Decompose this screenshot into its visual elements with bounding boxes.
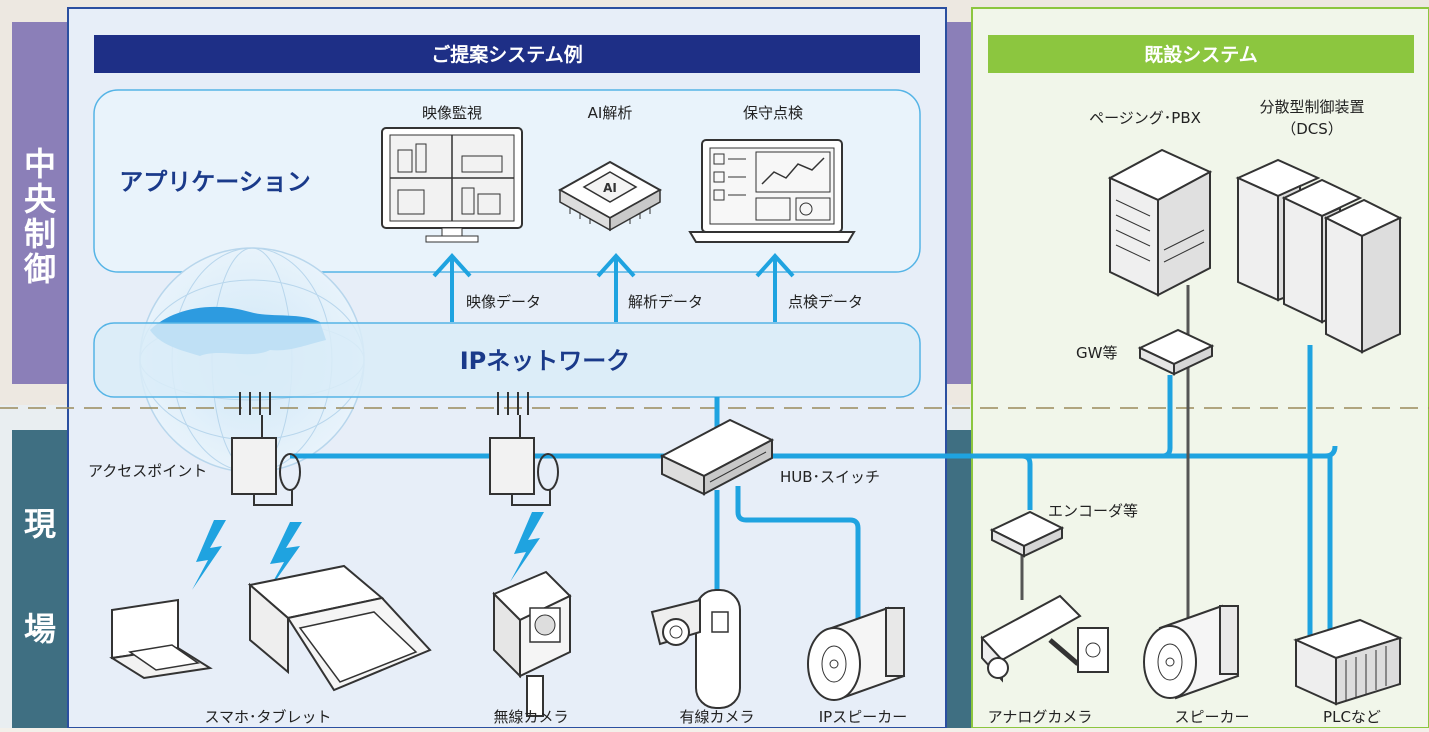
central-zone-char: 中: [24, 145, 56, 183]
existing-title: 既設システム: [1144, 43, 1257, 66]
analog-camera-icon: [980, 594, 1109, 683]
speaker-label: スピーカー: [1174, 708, 1249, 726]
dcs-cabinet-icon: [1235, 158, 1403, 354]
analysis-data-label: 解析データ: [628, 293, 703, 311]
analog-camera-label: アナログカメラ: [988, 708, 1093, 726]
central-zone-char: 制: [24, 215, 56, 253]
gw-label: GW等: [1076, 344, 1117, 362]
network-links: [290, 345, 1338, 640]
application-label: アプリケーション: [119, 168, 311, 196]
arrow-up-icon: [755, 253, 795, 322]
field-zone-band: [12, 430, 68, 728]
encoder-label: エンコーダ等: [1048, 502, 1138, 520]
tablet-icon: [247, 564, 432, 692]
field-zone-char: 場: [24, 610, 56, 648]
app-ai-analysis-label: AI解析: [588, 104, 633, 122]
proposal-banner: [94, 35, 920, 73]
dcs-label-line2: （DCS）: [1281, 120, 1343, 138]
central-zone-char: 御: [23, 250, 56, 288]
access-point-icon: [489, 392, 559, 506]
svg-text:AI: AI: [603, 181, 617, 195]
pbx-server-icon: [1107, 148, 1213, 297]
ip-speaker-icon: [807, 606, 906, 701]
video-data-label: 映像データ: [466, 293, 541, 311]
wired-camera-label: 有線カメラ: [679, 708, 754, 726]
monitor-icon: [381, 127, 523, 243]
laptop-icon: [688, 139, 856, 243]
gateway-icon: [1137, 328, 1215, 376]
ip-network-label: IPネットワーク: [460, 347, 631, 375]
app-maintenance-label: 保守点検: [743, 104, 803, 122]
wireless-signal-icon: [192, 512, 544, 594]
arrow-up-icon: [596, 253, 636, 322]
pbx-label: ページング･PBX: [1089, 109, 1201, 127]
speaker-icon: [1143, 604, 1240, 700]
hub-label: HUB･スイッチ: [780, 468, 880, 486]
wireless-camera-label: 無線カメラ: [493, 708, 568, 726]
central-zone-char: 央: [24, 180, 57, 218]
existing-banner: [988, 35, 1414, 73]
access-point-icon: [231, 392, 301, 506]
field-zone-band-mid: [946, 430, 972, 728]
plc-label: PLCなど: [1323, 708, 1381, 726]
inspection-data-label: 点検データ: [788, 293, 863, 311]
wired-camera-icon: [650, 589, 741, 709]
arrow-up-icon: [432, 253, 472, 322]
encoder-icon: [989, 510, 1065, 558]
field-zone-char: 現: [24, 505, 56, 543]
access-point-label: アクセスポイント: [88, 462, 207, 480]
app-video-monitoring-label: 映像監視: [422, 104, 482, 122]
central-zone-band-mid: [946, 22, 972, 384]
ai-chip-icon: AI: [557, 160, 663, 232]
smartphone-tablet-label: スマホ･タブレット: [204, 708, 331, 726]
central-zone-band: [12, 22, 68, 384]
plc-icon: [1293, 618, 1403, 706]
proposal-title: ご提案システム例: [431, 43, 582, 66]
ip-speaker-label: IPスピーカー: [819, 708, 907, 726]
wireless-camera-icon: [492, 570, 572, 717]
smartphone-icon: [109, 598, 213, 680]
dcs-label-line1: 分散型制御装置: [1259, 98, 1364, 116]
hub-switch-icon: [659, 418, 775, 496]
